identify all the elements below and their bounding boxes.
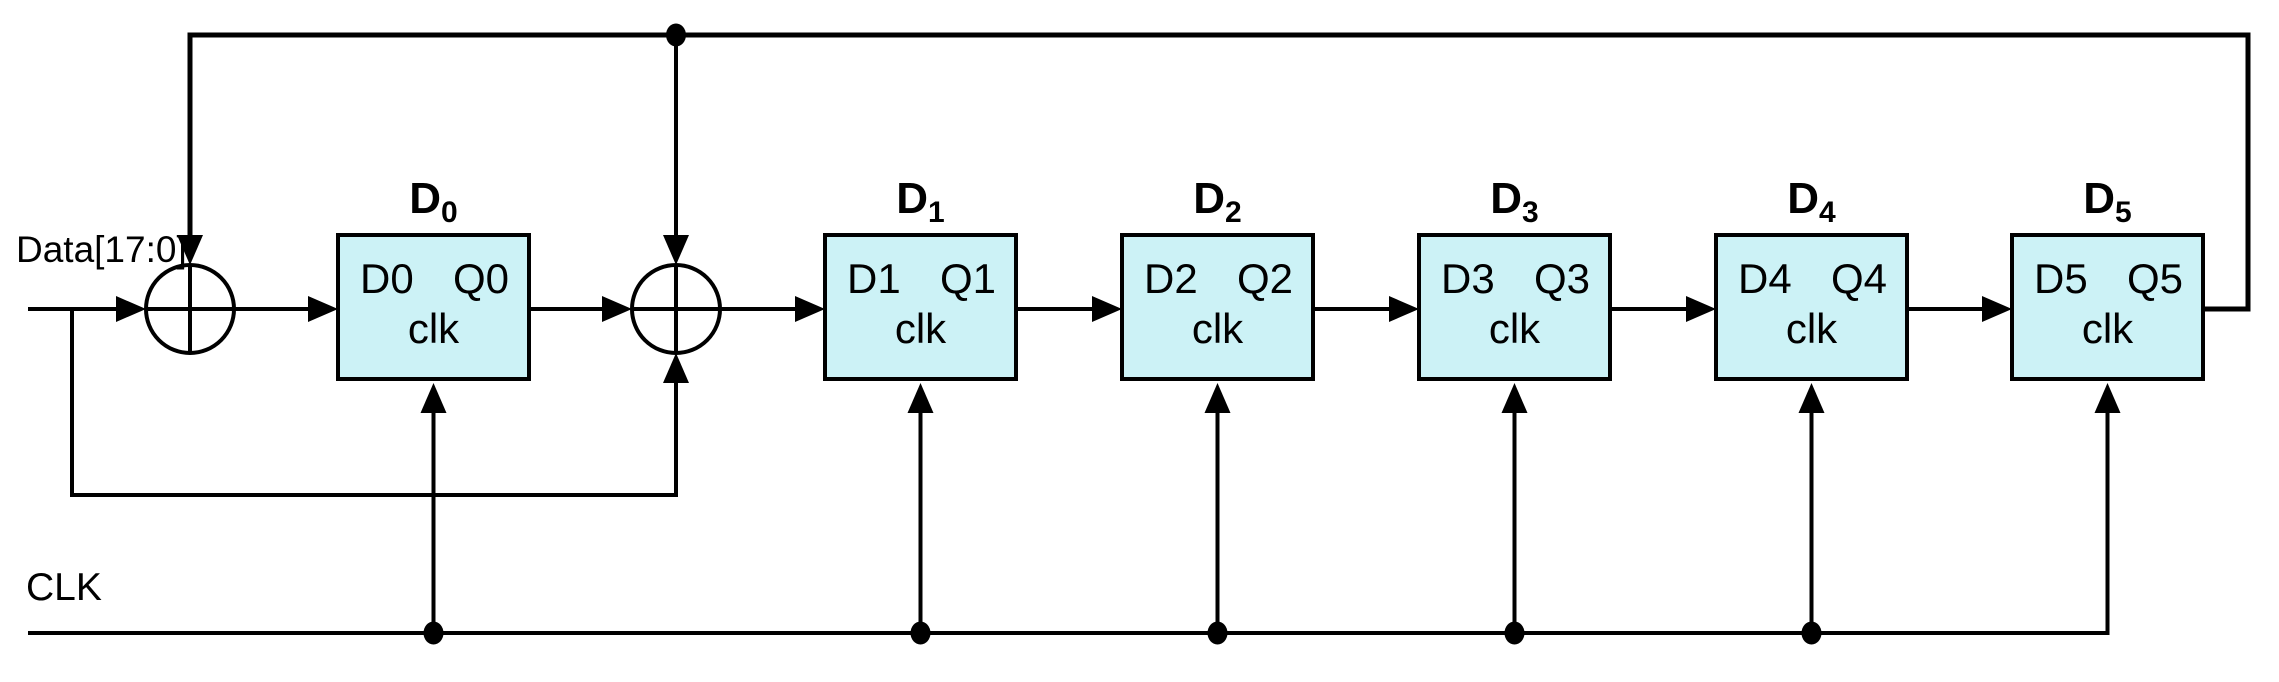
flip-flop-port-row: D0 Q0 [360, 258, 509, 300]
flip-flop-box: D5 Q5 clk [2010, 233, 2205, 381]
clk-junction-dot-d4 [1801, 621, 1822, 645]
clk-bus-wire [28, 409, 2110, 635]
flip-flop-port-row: D1 Q1 [847, 258, 996, 300]
flip-flop-title-name: D [1193, 174, 1226, 223]
into-d0-arrowhead [308, 296, 338, 322]
d-port-label: D5 [2034, 255, 2088, 302]
d-port-label: D0 [360, 255, 414, 302]
flip-flop-box: D4 Q4 clk [1714, 233, 1909, 381]
q-port-label: Q5 [2126, 255, 2183, 302]
clk-junction-dot-d3 [1504, 621, 1525, 645]
data-into-xor1-arrowhead [116, 296, 146, 322]
q-port-label: Q0 [452, 255, 509, 302]
q-port-label: Q2 [1236, 255, 1293, 302]
clk-junction-dot-d0 [423, 621, 444, 645]
flip-flop-port-row: D4 Q4 [1738, 258, 1887, 300]
flip-flop-title-subscript: 3 [1522, 196, 1539, 229]
flip-flop-box: D0 Q0 clk [336, 233, 531, 381]
clk-into-d3-arrowhead [1501, 383, 1528, 413]
into-d2-arrowhead [1092, 296, 1122, 322]
flip-flop-port-row: D5 Q5 [2034, 258, 2183, 300]
flip-flop-port-row: D2 Q2 [1144, 258, 1293, 300]
q0-into-xor2-arrowhead [602, 296, 632, 322]
flip-flop-title: D0 [336, 177, 531, 228]
flip-flop-title-subscript: 0 [441, 196, 458, 229]
clk-port-label: clk [1488, 305, 1541, 352]
flip-flop-D1: D1 D1 Q1 clk [823, 177, 1018, 381]
flip-flop-title-subscript: 5 [2115, 196, 2132, 229]
d-port-label: D2 [1144, 255, 1198, 302]
clk-into-d1-arrowhead [907, 383, 934, 413]
flip-flop-title: D4 [1714, 177, 1909, 228]
q-port-label: Q3 [1533, 255, 1590, 302]
clk-into-d0-arrowhead [420, 383, 447, 413]
flip-flop-title: D2 [1120, 177, 1315, 228]
clk-port-label: clk [407, 305, 460, 352]
feedback-into-xor2-arrowhead [663, 235, 689, 265]
clk-junction-dot-d2 [1207, 621, 1228, 645]
clk-into-d4-arrowhead [1798, 383, 1825, 413]
data-branch-wire [70, 309, 678, 497]
flip-flop-title-subscript: 1 [928, 196, 945, 229]
flip-flop-title-subscript: 4 [1819, 196, 1836, 229]
flip-flop-port-row: D3 Q3 [1441, 258, 1590, 300]
clk-into-d5-arrowhead [2094, 383, 2121, 413]
branch-into-xor2-arrowhead [663, 353, 689, 383]
feedback-into-xor1-arrowhead [177, 235, 203, 265]
flip-flop-title-name: D [1490, 174, 1523, 223]
clk-port-label: clk [894, 305, 947, 352]
flip-flop-D0: D0 D0 Q0 clk [336, 177, 531, 381]
flip-flop-title: D3 [1417, 177, 1612, 228]
flip-flop-box: D1 Q1 clk [823, 233, 1018, 381]
data-input-label: Data[17:0] [16, 229, 187, 270]
flip-flop-D3: D3 D3 Q3 clk [1417, 177, 1612, 381]
flip-flop-D2: D2 D2 Q2 clk [1120, 177, 1315, 381]
flip-flop-title: D1 [823, 177, 1018, 228]
into-d5-arrowhead [1982, 296, 2012, 322]
clk-junction-dot-d1 [910, 621, 931, 645]
flip-flop-title-name: D [896, 174, 929, 223]
feedback-tap-junction-dot [666, 23, 686, 47]
clk-into-d2-arrowhead [1204, 383, 1231, 413]
flip-flop-title-name: D [1787, 174, 1820, 223]
flip-flop-title-subscript: 2 [1225, 196, 1242, 229]
flip-flop-title-name: D [2083, 174, 2116, 223]
clk-port-label: clk [1191, 305, 1244, 352]
flip-flop-box: D2 Q2 clk [1120, 233, 1315, 381]
into-d1-arrowhead [795, 296, 825, 322]
into-d3-arrowhead [1389, 296, 1419, 322]
flip-flop-title-name: D [409, 174, 442, 223]
feedback-wire [187, 32, 2251, 312]
d-port-label: D1 [847, 255, 901, 302]
flip-flop-D4: D4 D4 Q4 clk [1714, 177, 1909, 381]
q-port-label: Q4 [1830, 255, 1887, 302]
flip-flop-box: D3 Q3 clk [1417, 233, 1612, 381]
d-port-label: D4 [1738, 255, 1792, 302]
flip-flop-title: D5 [2010, 177, 2205, 228]
flip-flop-D5: D5 D5 Q5 clk [2010, 177, 2205, 381]
clock-label: CLK [26, 566, 102, 609]
clk-port-label: clk [1785, 305, 1838, 352]
into-d4-arrowhead [1686, 296, 1716, 322]
clk-port-label: clk [2081, 305, 2134, 352]
q-port-label: Q1 [939, 255, 996, 302]
d-port-label: D3 [1441, 255, 1495, 302]
